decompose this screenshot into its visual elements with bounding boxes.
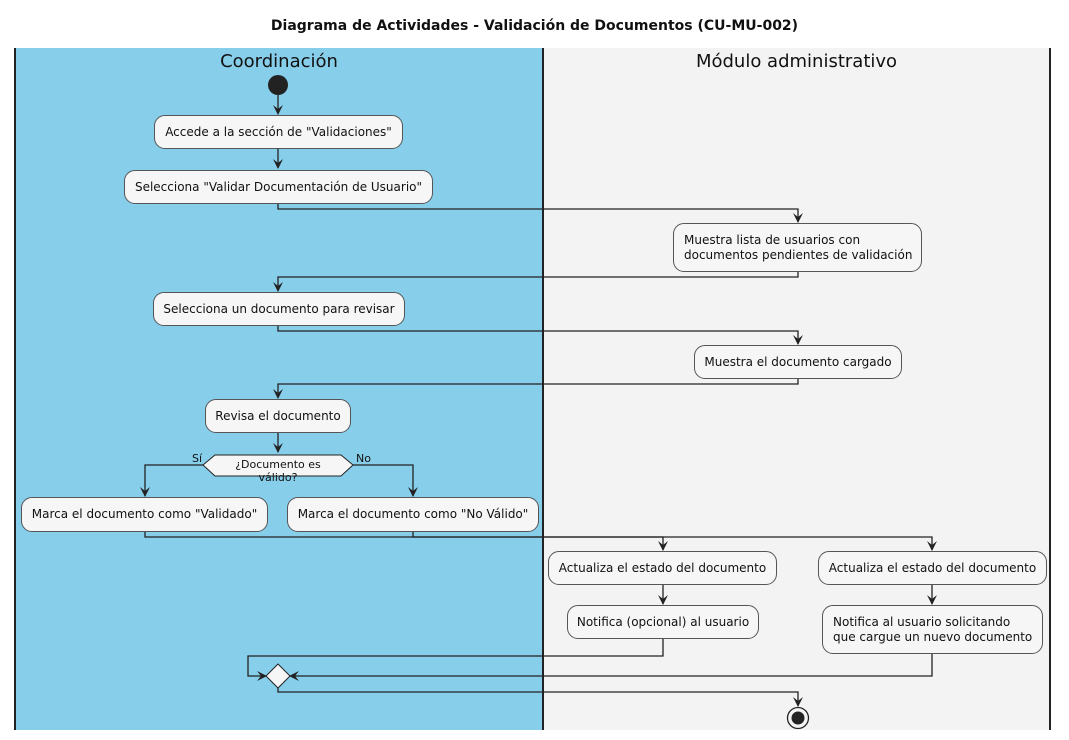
edge-notifica-solicitando-merge	[289, 654, 933, 681]
lane-title-modulo: Módulo administrativo	[695, 51, 898, 72]
activity-marca-validado: Marca el documento como "Validado"	[21, 497, 268, 532]
branch-label-si: Sí	[192, 452, 203, 465]
activity-accede-validaciones: Accede a la sección de "Validaciones"	[154, 115, 403, 149]
edge-muestra-doc-revisa	[273, 379, 799, 399]
edge-validado-actualiza	[144, 532, 668, 551]
edge-decision-si	[140, 464, 203, 497]
activity-revisa-documento: Revisa el documento	[205, 399, 351, 433]
activity-muestra-lista-line1: Muestra lista de usuarios con	[684, 232, 861, 247]
activity-actualiza-estado-2: Actualiza el estado del documento	[818, 551, 1047, 585]
edge-decision-no	[353, 464, 418, 497]
activity-notifica-opcional: Notifica (opcional) al usuario	[567, 605, 759, 639]
activity-marca-no-valido: Marca el documento como "No Válido"	[287, 497, 539, 532]
activity-notifica-solicitando-line1: Notifica al usuario solicitando	[833, 614, 1011, 629]
activity-muestra-lista: Muestra lista de usuarios con documentos…	[673, 223, 922, 272]
activity-actualiza-estado-1: Actualiza el estado del documento	[548, 551, 777, 585]
edge-no-valido-actualiza	[412, 532, 937, 551]
edge-selecciona-doc-muestra-doc	[277, 326, 803, 345]
activity-notifica-solicitando: Notifica al usuario solicitando que carg…	[822, 605, 1043, 654]
edge-notifica-opcional-merge	[247, 639, 664, 681]
activity-notifica-solicitando-line2: que cargue un nuevo documento	[833, 629, 1033, 644]
lane-border-middle	[542, 48, 544, 730]
merge-diamond	[265, 663, 291, 689]
branch-label-no: No	[356, 452, 371, 465]
end-node	[786, 706, 810, 730]
lane-title-coordinacion: Coordinación	[220, 51, 338, 72]
lane-border-right	[1049, 48, 1051, 730]
start-node	[268, 75, 288, 95]
end-node-inner	[791, 711, 805, 725]
decision-diamond	[202, 454, 354, 477]
activity-selecciona-documento: Selecciona un documento para revisar	[153, 292, 405, 326]
decision-label: ¿Documento es válido?	[235, 458, 321, 484]
diagram-title: Diagrama de Actividades - Validación de …	[270, 18, 799, 34]
activity-muestra-lista-line2: documentos pendientes de validación	[684, 247, 913, 262]
activity-muestra-documento: Muestra el documento cargado	[694, 345, 902, 379]
lane-border-left	[14, 48, 16, 730]
edge-merge-end	[277, 688, 803, 707]
activity-selecciona-validar: Selecciona "Validar Documentación de Usu…	[124, 170, 433, 204]
edge-muestra-lista-selecciona-doc	[273, 272, 799, 292]
edge-selecciona-muestra-lista	[277, 204, 803, 223]
